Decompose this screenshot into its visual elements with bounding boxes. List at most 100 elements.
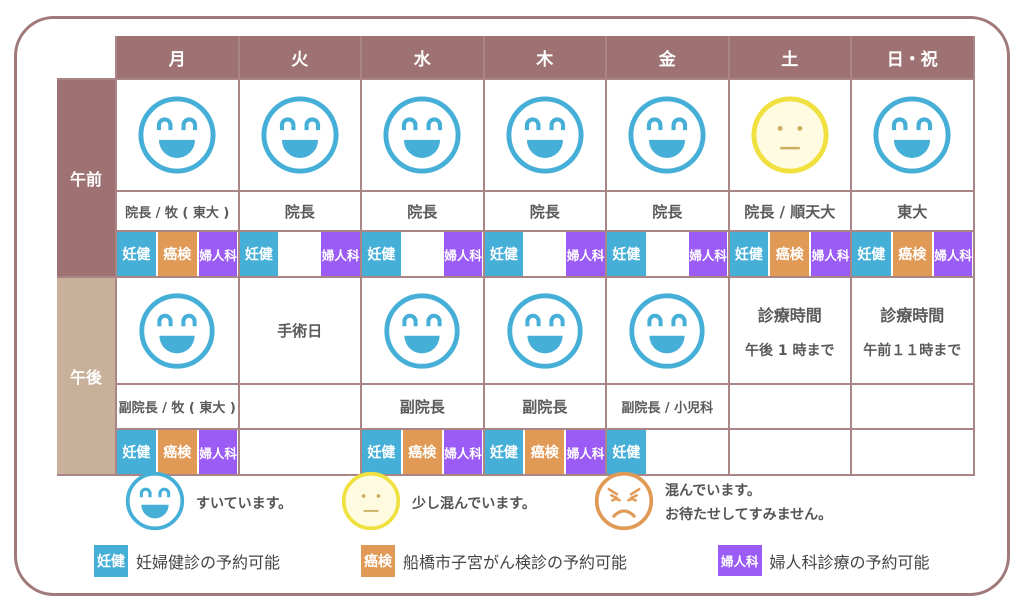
badge-cell-2: 妊健癌検婦人科	[362, 430, 483, 474]
table-corner	[57, 36, 115, 78]
happy-face-icon	[484, 278, 605, 383]
legend-ninken: 妊健 妊婦健診の予約可能	[94, 545, 280, 577]
ninken-badge: 妊健	[117, 232, 156, 276]
fujin-badge: 婦人科	[688, 232, 728, 276]
legend-happy: すいています。	[124, 470, 292, 536]
ninken-badge: 妊健	[607, 430, 646, 474]
happy-face-icon	[607, 278, 728, 383]
fujin-badge: 婦人科	[811, 232, 850, 276]
badge-cell-5: 妊健癌検婦人科	[729, 232, 850, 276]
badge-cell-1: 妊健 婦人科	[239, 232, 360, 276]
ninken-badge: 妊健	[239, 232, 279, 276]
legend-ninken-label: 妊婦健診の予約可能	[136, 553, 281, 572]
neutral-face-icon	[729, 80, 850, 190]
badge-cell-0: 妊健癌検婦人科	[117, 430, 238, 474]
empty-badge-slot	[280, 232, 319, 276]
empty-badge-slot	[689, 430, 728, 474]
fujin-badge: 婦人科	[198, 232, 238, 276]
happy-face-icon	[124, 470, 186, 536]
schedule-table: 月火水木金土日・祝午前院長 / 牧 ( 東大 )院長院長院長院長院長 / 順天大…	[57, 36, 975, 476]
fujin-badge: 婦人科	[718, 545, 762, 576]
happy-face-icon	[117, 80, 238, 190]
closing-time-cell-6: 診療時間午前１１時まで	[852, 278, 973, 383]
legend-fujin: 婦人科 婦人科診療の予約可能	[718, 545, 930, 576]
happy-face-icon	[362, 80, 483, 190]
ninken-badge: 妊健	[729, 232, 769, 276]
doctor-cell-4: 副院長 / 小児科	[607, 385, 728, 428]
badge-cell-0: 妊健癌検婦人科	[117, 232, 238, 276]
doctor-cell-3: 副院長	[484, 385, 605, 428]
legend-angry-label: 混んでいます。お待たせしてすみません。	[665, 479, 832, 527]
ninken-badge: 妊健	[484, 430, 524, 474]
period-label-pm: 午後	[57, 278, 115, 474]
happy-face-icon	[117, 278, 238, 383]
doctor-cell-0: 院長 / 牧 ( 東大 )	[117, 192, 238, 230]
fujin-badge: 婦人科	[443, 430, 483, 474]
schedule-frame	[14, 16, 1010, 596]
gan-badge: 癌検	[402, 430, 442, 474]
badge-cell-4: 妊健	[607, 430, 728, 474]
ninken-badge: 妊健	[852, 232, 891, 276]
badge-cell-5	[729, 430, 850, 474]
badge-cell-1	[239, 430, 360, 474]
doctor-cell-6	[852, 385, 973, 428]
badge-cell-3: 妊健癌検婦人科	[484, 430, 605, 474]
legend-angry-line2: お待たせしてすみません。	[665, 507, 833, 523]
empty-badge-slot	[525, 232, 564, 276]
fujin-badge: 婦人科	[933, 232, 973, 276]
legend-angry-line1: 混んでいます。	[665, 483, 761, 499]
angry-face-icon	[593, 470, 655, 536]
ninken-badge: 妊健	[117, 430, 156, 474]
day-header-0: 月	[117, 36, 238, 78]
ninken-badge: 妊健	[362, 430, 401, 474]
doctor-cell-1: 院長	[239, 192, 360, 230]
empty-badge-slot	[648, 430, 687, 474]
day-header-1: 火	[239, 36, 360, 78]
badge-cell-4: 妊健 婦人科	[607, 232, 728, 276]
legend-angry: 混んでいます。お待たせしてすみません。	[593, 470, 832, 536]
gan-badge: 癌検	[157, 430, 197, 474]
empty-badge-slot	[403, 232, 442, 276]
ninken-badge: 妊健	[94, 545, 128, 577]
gan-badge: 癌検	[892, 232, 932, 276]
day-header-4: 金	[607, 36, 728, 78]
happy-face-icon	[239, 80, 360, 190]
day-header-5: 土	[729, 36, 850, 78]
doctor-cell-6: 東大	[852, 192, 973, 230]
gan-badge: 癌検	[525, 430, 565, 474]
day-header-6: 日・祝	[852, 36, 973, 78]
closing-time-title: 診療時間	[880, 305, 945, 325]
doctor-cell-5: 院長 / 順天大	[729, 192, 850, 230]
legend-fujin-label: 婦人科診療の予約可能	[769, 552, 930, 572]
closing-time-value: 午前１１時まで	[863, 342, 962, 359]
doctor-cell-2: 副院長	[362, 385, 483, 428]
badge-cell-2: 妊健 婦人科	[362, 232, 483, 276]
closing-time-title: 診療時間	[757, 305, 822, 325]
legend-gan-label: 船橋市子宮がん検診の予約可能	[403, 553, 628, 572]
period-label-am: 午前	[57, 80, 115, 276]
surgery-day-cell-1: 手術日	[239, 278, 360, 383]
day-header-3: 木	[484, 36, 605, 78]
fujin-badge: 婦人科	[321, 232, 360, 276]
happy-face-icon	[484, 80, 605, 190]
ninken-badge: 妊健	[362, 232, 401, 276]
closing-time-cell-5: 診療時間午後 1 時まで	[729, 278, 850, 383]
doctor-cell-0: 副院長 / 牧 ( 東大 )	[117, 385, 238, 428]
gan-badge: 癌検	[361, 545, 395, 577]
ninken-badge: 妊健	[607, 232, 646, 276]
fujin-badge: 婦人科	[566, 430, 605, 474]
fujin-badge: 婦人科	[443, 232, 483, 276]
badge-cell-6: 妊健癌検婦人科	[852, 232, 973, 276]
doctor-cell-5	[729, 385, 850, 428]
doctor-cell-1	[239, 385, 360, 428]
fujin-badge: 婦人科	[198, 430, 238, 474]
legend-neutral-label: 少し混んでいます。	[412, 496, 536, 512]
happy-face-icon	[607, 80, 728, 190]
badge-cell-6	[852, 430, 973, 474]
gan-badge: 癌検	[770, 232, 810, 276]
happy-face-icon	[362, 278, 483, 383]
badge-cell-3: 妊健婦人科	[484, 232, 605, 276]
legend-happy-label: すいています。	[196, 496, 293, 512]
doctor-cell-4: 院長	[607, 192, 728, 230]
doctor-cell-3: 院長	[484, 192, 605, 230]
